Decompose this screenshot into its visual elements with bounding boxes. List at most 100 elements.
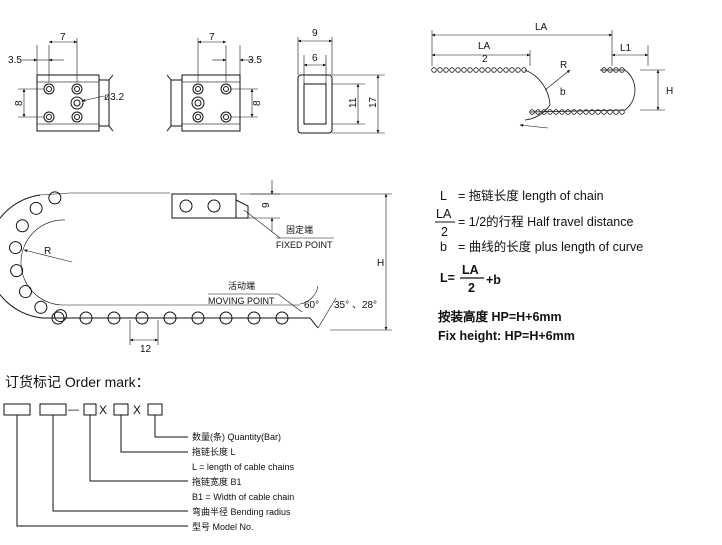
order-mark: 订货标记 Order mark： — X X 数量(条) Quantity(Ba…	[3, 374, 294, 532]
order-title: 订货标记 Order mark：	[5, 374, 150, 390]
chain-link-pin	[497, 67, 503, 73]
chain-height-9: 9	[261, 202, 272, 208]
order-item-model: 型号 Model No.	[192, 522, 254, 532]
chain-link-pin	[467, 67, 473, 73]
chain-link-pin	[431, 67, 437, 73]
link-side-view-left	[18, 38, 114, 132]
chain-link-pin	[491, 67, 497, 73]
chain-link-pin	[559, 109, 565, 115]
chain-link-pin	[443, 67, 449, 73]
link-side-view-right	[166, 38, 258, 132]
dim-hole-diameter: ø3.2	[104, 92, 124, 103]
dim-height-8-left: 8	[14, 100, 25, 106]
dim-inner-width-6: 6	[312, 53, 318, 64]
travel-r-label: R	[560, 60, 567, 71]
chain-link-pin	[29, 201, 43, 215]
moving-point-en: MOVING POINT	[208, 296, 275, 306]
chain-link-pin	[179, 199, 193, 213]
legend-l-text: = 拖链长度 length of chain	[458, 188, 604, 203]
fixed-point-en: FIXED POINT	[276, 240, 333, 250]
chain-link-pin	[48, 191, 62, 205]
travel-la-half-den: 2	[482, 54, 488, 65]
moving-point-cn: 活动端	[228, 280, 255, 291]
chain-link-pin	[219, 311, 233, 325]
install-height-cn: 按装高度 HP=H+6mm	[438, 309, 562, 324]
legend: L = 拖链长度 length of chain LA 2 = 1/2的行程 H…	[435, 188, 643, 343]
chain-link-pin	[515, 67, 521, 73]
chain-link-pin	[503, 67, 509, 73]
dim-inner-height-11: 11	[348, 97, 359, 108]
travel-la-label: LA	[535, 22, 548, 33]
travel-la-half-num: LA	[478, 41, 491, 52]
order-separator: —	[68, 404, 79, 416]
legend-b-text: = 曲线的长度 plus length of curve	[458, 239, 643, 254]
chain-side-view	[0, 180, 392, 345]
travel-diagram	[431, 30, 665, 129]
order-item-width-en: B1 = Width of cable chain	[192, 492, 294, 502]
chain-link-pin	[135, 311, 149, 325]
chain-link-pin	[455, 67, 461, 73]
chain-link-pin	[53, 309, 67, 323]
chain-h-label: H	[377, 258, 384, 269]
chain-link-pin	[571, 109, 577, 115]
order-item-quantity: 数量(条) Quantity(Bar)	[192, 431, 281, 442]
chain-link-pin	[34, 300, 48, 314]
order-item-radius: 弯曲半径 Bending radius	[192, 506, 291, 517]
chain-link-pin	[10, 264, 24, 278]
chain-link-pin	[449, 67, 455, 73]
order-item-width-cn: 拖链宽度 B1	[192, 476, 242, 487]
angle-35-28: 35° 、28°	[334, 300, 377, 311]
travel-b-label: b	[560, 87, 566, 98]
chain-link-pin	[19, 285, 33, 299]
link-cross-section	[297, 37, 385, 134]
order-x-1: X	[99, 403, 107, 417]
travel-h-label: H	[666, 86, 673, 97]
legend-la-den: 2	[441, 225, 448, 239]
travel-l1-label: L1	[620, 43, 632, 54]
legend-b-symbol: b	[440, 240, 447, 254]
order-x-2: X	[133, 403, 141, 417]
chain-link-pin	[461, 67, 467, 73]
fixed-point-cn: 固定端	[286, 224, 313, 235]
chain-link-pin	[607, 109, 613, 115]
chain-link-pin	[437, 67, 443, 73]
dim-pitch-7-right: 7	[209, 32, 215, 43]
formula-suffix: +b	[486, 273, 501, 287]
chain-link-pin	[613, 109, 619, 115]
dim-outer-width-9: 9	[312, 28, 318, 39]
chain-link-pin	[9, 241, 23, 255]
chain-r-label: R	[44, 246, 51, 257]
formula-num: LA	[462, 263, 479, 277]
dim-offset-3-5-left: 3.5	[8, 55, 22, 66]
chain-link-pin	[553, 109, 559, 115]
chain-link-pin	[509, 67, 515, 73]
chain-link-pin	[589, 109, 595, 115]
angle-60: 60°	[304, 300, 319, 311]
formula-den: 2	[468, 281, 475, 295]
chain-link-pin	[107, 311, 121, 325]
chain-link-pin	[577, 109, 583, 115]
dim-pitch-7-left: 7	[60, 32, 66, 43]
chain-link-pin	[485, 67, 491, 73]
chain-link-pin	[473, 67, 479, 73]
dim-offset-3-5-right: 3.5	[248, 55, 262, 66]
chain-link-pin	[247, 311, 261, 325]
legend-la-num: LA	[436, 207, 452, 221]
chain-link-pin	[521, 67, 527, 73]
chain-link-pin	[275, 311, 289, 325]
order-item-length-cn: 拖链长度 L	[192, 446, 236, 457]
chain-link-pin	[51, 311, 65, 325]
dim-outer-height-17: 17	[368, 96, 379, 108]
chain-link-pin	[207, 199, 221, 213]
chain-link-pin	[79, 311, 93, 325]
chain-link-pin	[479, 67, 485, 73]
legend-la-text: = 1/2的行程 Half travel distance	[458, 214, 633, 229]
formula-prefix: L=	[440, 271, 455, 285]
order-item-length-en: L = length of cable chains	[192, 462, 294, 472]
chain-link-pin	[191, 311, 205, 325]
legend-l-symbol: L	[440, 189, 447, 203]
chain-link-pin	[583, 109, 589, 115]
chain-link-pin	[163, 311, 177, 325]
